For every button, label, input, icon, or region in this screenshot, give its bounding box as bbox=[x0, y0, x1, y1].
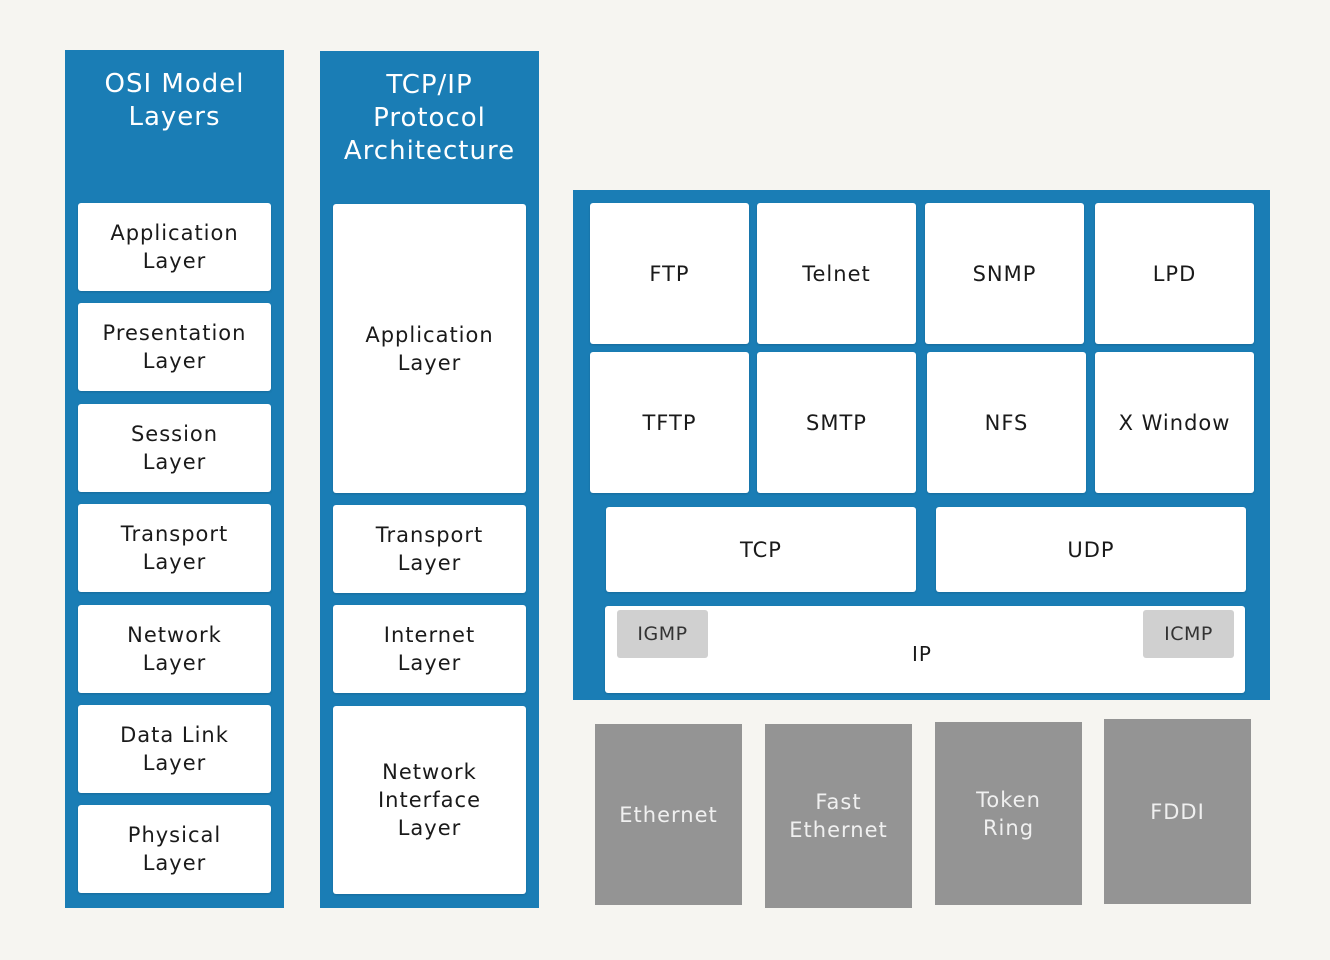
tcpip-application-layer: Application Layer bbox=[333, 204, 526, 493]
protocol-lpd: LPD bbox=[1095, 203, 1254, 344]
protocol-ftp: FTP bbox=[590, 203, 749, 344]
osi-network-layer: Network Layer bbox=[78, 605, 271, 693]
protocol-panel: FTP Telnet SNMP LPD TFTP SMTP NFS X Wind… bbox=[573, 190, 1270, 700]
osi-model-column: OSI Model Layers Application Layer Prese… bbox=[65, 50, 284, 908]
tcpip-architecture-title: TCP/IP Protocol Architecture bbox=[343, 70, 516, 166]
osi-physical-layer: Physical Layer bbox=[78, 805, 271, 893]
tcpip-architecture-column: TCP/IP Protocol Architecture Application… bbox=[320, 51, 539, 908]
protocol-icmp: ICMP bbox=[1143, 610, 1234, 658]
network-ethernet: Ethernet bbox=[595, 724, 742, 905]
network-fddi: FDDI bbox=[1104, 719, 1251, 904]
protocol-ip-label: IP bbox=[912, 642, 932, 666]
osi-model-title: OSI Model Layers bbox=[104, 69, 245, 132]
network-token-ring: Token Ring bbox=[935, 722, 1082, 905]
tcpip-transport-layer: Transport Layer bbox=[333, 505, 526, 593]
protocol-snmp: SNMP bbox=[925, 203, 1084, 344]
osi-transport-layer: Transport Layer bbox=[78, 504, 271, 592]
protocol-tftp: TFTP bbox=[590, 352, 749, 493]
osi-application-layer: Application Layer bbox=[78, 203, 271, 291]
tcpip-network-interface-layer: Network Interface Layer bbox=[333, 706, 526, 894]
osi-presentation-layer: Presentation Layer bbox=[78, 303, 271, 391]
protocol-telnet: Telnet bbox=[757, 203, 916, 344]
protocol-smtp: SMTP bbox=[757, 352, 916, 493]
osi-session-layer: Session Layer bbox=[78, 404, 271, 492]
network-fast-ethernet: Fast Ethernet bbox=[765, 724, 912, 908]
protocol-ip-box: IGMP IP ICMP bbox=[605, 606, 1245, 693]
osi-data-link-layer: Data Link Layer bbox=[78, 705, 271, 793]
protocol-tcp: TCP bbox=[606, 507, 916, 592]
protocol-udp: UDP bbox=[936, 507, 1246, 592]
protocol-nfs: NFS bbox=[927, 352, 1086, 493]
protocol-x-window: X Window bbox=[1095, 352, 1254, 493]
protocol-igmp: IGMP bbox=[617, 610, 708, 658]
tcpip-internet-layer: Internet Layer bbox=[333, 605, 526, 693]
